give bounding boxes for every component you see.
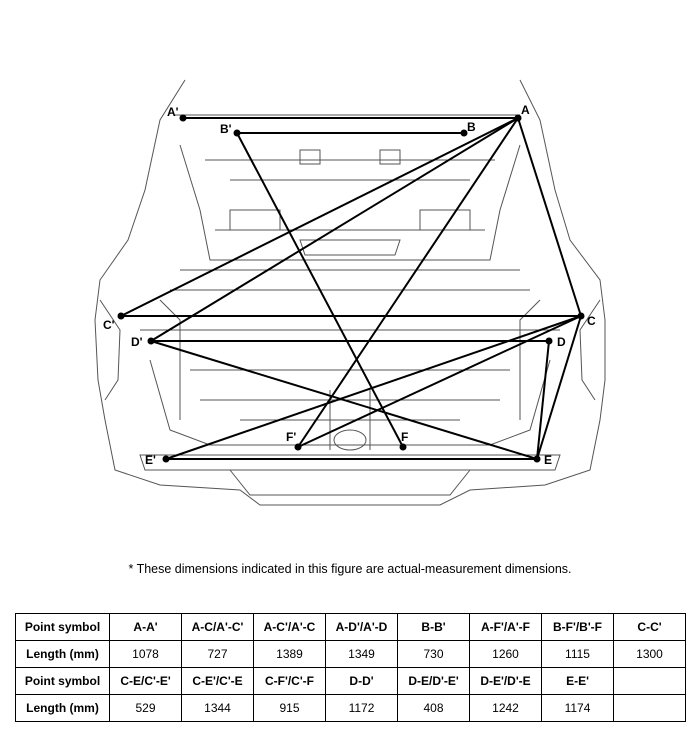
dimension-table: Point symbol A-A' A-C/A'-C' A-C'/A'-C A-…: [15, 613, 686, 722]
table-cell: 408: [397, 694, 470, 722]
table-cell: 730: [397, 640, 470, 668]
table-cell: 1300: [613, 640, 686, 668]
table-cell: C-F'/C'-F: [253, 667, 326, 695]
table-cell: 1260: [469, 640, 542, 668]
point-label-C-prime: C': [103, 318, 115, 332]
line-A-C: [517, 117, 582, 317]
table-cell: D-E'/D'-E: [469, 667, 542, 695]
table-cell: A-C/A'-C': [181, 613, 254, 641]
point-label-F: F: [401, 430, 408, 444]
table-cell: 1115: [541, 640, 614, 668]
point-label-F-prime: F': [286, 430, 296, 444]
point-F-prime-marker: [294, 443, 302, 451]
table-cell: C-E'/C'-E: [181, 667, 254, 695]
table-cell: C-C': [613, 613, 686, 641]
table-cell: 1174: [541, 694, 614, 722]
point-label-E-prime: E': [145, 453, 156, 467]
table-cell: C-E/C'-E': [109, 667, 182, 695]
point-label-E: E: [544, 453, 552, 467]
table-row: Length (mm) 529 1344 915 1172 408 1242 1…: [15, 694, 686, 722]
table-cell: A-C'/A'-C: [253, 613, 326, 641]
table-cell: B-F'/B'-F: [541, 613, 614, 641]
point-label-A-prime: A': [167, 105, 179, 119]
point-D-prime-marker: [147, 337, 155, 345]
table-cell: 1349: [325, 640, 398, 668]
point-E-marker: [533, 455, 541, 463]
point-markers: [117, 114, 585, 463]
table-row: Point symbol A-A' A-C/A'-C' A-C'/A'-C A-…: [15, 613, 686, 641]
table-cell: B-B': [397, 613, 470, 641]
line-D-E: [536, 340, 550, 460]
measurement-note: * These dimensions indicated in this fig…: [128, 562, 572, 576]
body-dimension-diagram: A' A B' B C' C D' D E' E F' F: [94, 79, 606, 506]
point-E-prime-marker: [162, 455, 170, 463]
point-label-A: A: [521, 103, 530, 117]
table-cell: 1242: [469, 694, 542, 722]
table-row: Point symbol C-E/C'-E' C-E'/C'-E C-F'/C'…: [15, 667, 686, 695]
table-cell: 1172: [325, 694, 398, 722]
measurement-lines: [120, 117, 582, 460]
point-label-B: B: [467, 120, 476, 134]
point-label-D-prime: D': [131, 335, 143, 349]
table-cell: [613, 667, 686, 695]
table-cell: E-E': [541, 667, 614, 695]
point-C-prime-marker: [117, 312, 125, 320]
table-cell: A-A': [109, 613, 182, 641]
point-labels: A' A B' B C' C D' D E' E F' F: [103, 103, 596, 467]
row-header: Length (mm): [15, 640, 110, 668]
line-C-E-prime: [165, 315, 582, 460]
row-header: Length (mm): [15, 694, 110, 722]
table-cell: A-D'/A'-D: [325, 613, 398, 641]
table-cell: 1389: [253, 640, 326, 668]
line-A-D-prime: [150, 117, 519, 342]
table-cell: 727: [181, 640, 254, 668]
point-label-D: D: [557, 335, 566, 349]
table-cell: 1344: [181, 694, 254, 722]
line-A-C-prime: [120, 117, 519, 317]
point-A-prime-marker: [179, 114, 187, 122]
point-C-marker: [577, 312, 585, 320]
table-cell: A-F'/A'-F: [469, 613, 542, 641]
table-cell: D-D': [325, 667, 398, 695]
table-cell: 1078: [109, 640, 182, 668]
table-row: Length (mm) 1078 727 1389 1349 730 1260 …: [15, 640, 686, 668]
vehicle-body-drawing: [94, 79, 606, 506]
line-C-E: [536, 315, 582, 460]
point-label-C: C: [587, 314, 596, 328]
line-C-F-prime: [297, 315, 582, 448]
line-A-F-prime: [297, 117, 519, 448]
table-cell: 915: [253, 694, 326, 722]
line-B-prime-F: [236, 132, 404, 448]
row-header: Point symbol: [15, 613, 110, 641]
table-cell: 529: [109, 694, 182, 722]
point-F-marker: [399, 443, 407, 451]
point-label-B-prime: B': [220, 122, 232, 136]
point-B-prime-marker: [233, 129, 241, 137]
table-cell: [613, 694, 686, 722]
row-header: Point symbol: [15, 667, 110, 695]
table-cell: D-E/D'-E': [397, 667, 470, 695]
point-A-marker: [514, 114, 522, 122]
point-B-marker: [460, 129, 468, 137]
point-D-marker: [545, 337, 553, 345]
line-D-prime-E: [150, 340, 538, 460]
